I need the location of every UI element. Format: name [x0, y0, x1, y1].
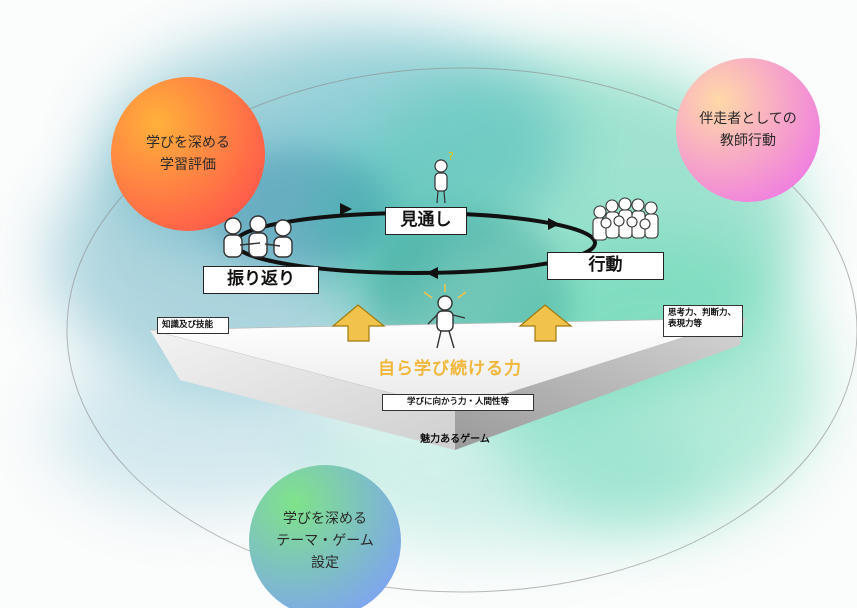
circle-top-right-label: 伴走者としての 教師行動: [676, 108, 820, 152]
cycle-box-top: 見通し: [385, 207, 467, 235]
cycle-box-left: 振り返り: [203, 266, 319, 294]
tag-thinking-line-2: 表現力等: [668, 319, 703, 329]
cycle-box-right: 行動: [547, 252, 664, 280]
tag-thinking-judgment: 思考力、判断力、 表現力等: [663, 305, 743, 337]
tag-thinking-line-1: 思考力、判断力、: [668, 308, 737, 318]
up-arrow-icon: [331, 304, 573, 342]
thinking-person-icon: ?: [434, 150, 454, 204]
circle-top-left-line-1: 学びを深める: [146, 135, 230, 151]
svg-text:?: ?: [448, 150, 454, 163]
circle-top-right: [676, 58, 820, 202]
circle-top-right-line-1: 伴走者としての: [699, 111, 797, 127]
circle-top-left-line-2: 学習評価: [160, 157, 216, 173]
circle-bottom-line-1: 学びを深める: [283, 511, 367, 527]
circle-bottom-label: 学びを深める テーマ・ゲーム 設定: [249, 508, 401, 574]
crowd-icon: [592, 197, 659, 241]
tag-knowledge-skills: 知識及び技能: [157, 317, 229, 334]
pyramid-base-text: 魅力あるゲーム: [420, 434, 490, 445]
pyramid-center-title: 自ら学び続ける力: [378, 359, 522, 379]
standing-person-icon: [423, 284, 467, 349]
circle-top-left: [111, 77, 265, 231]
circle-top-left-label: 学びを深める 学習評価: [111, 132, 265, 176]
circle-top-right-line-2: 教師行動: [720, 133, 776, 149]
cycle-arrow-top-right: [548, 218, 560, 230]
cycle-arrow-bottom: [426, 267, 438, 279]
outer-ellipse: [66, 67, 857, 593]
cycle-arrow-top-left: [340, 203, 352, 215]
tag-attitude-humanity: 学びに向かう力・人間性等: [382, 394, 534, 411]
group-of-three-icon: [223, 215, 293, 258]
pyramid: [149, 317, 746, 450]
circle-bottom: [249, 465, 401, 608]
circle-bottom-line-2: テーマ・ゲーム: [276, 533, 374, 549]
circle-bottom-line-3: 設定: [311, 555, 339, 571]
